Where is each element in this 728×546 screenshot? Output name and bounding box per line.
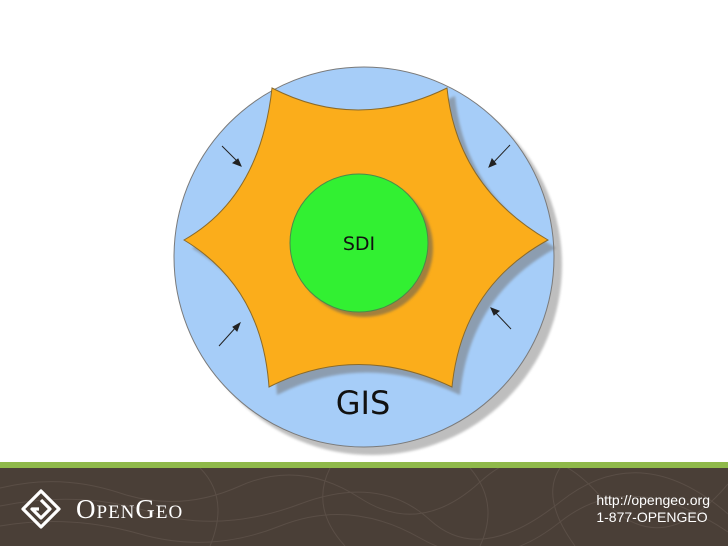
gis-label: GIS <box>336 384 391 422</box>
phone-number: 1-877-OPENGEO <box>596 509 708 525</box>
footer-bar: OpenGeo http://opengeo.org 1-877-OPENGEO <box>0 462 728 546</box>
inward-arrows <box>218 144 512 347</box>
sdi-label: SDI <box>343 233 375 255</box>
arrow-bottom-left <box>218 321 241 347</box>
footer-accent-stripe <box>0 462 728 468</box>
arrow-bottom-right <box>490 307 512 330</box>
sdi-gis-diagram: SDI GIS <box>173 66 562 455</box>
topographic-texture <box>0 468 728 546</box>
website-url[interactable]: http://opengeo.org <box>596 492 710 508</box>
opengeo-logo-icon <box>21 489 61 529</box>
brand-name: OpenGeo <box>76 494 184 524</box>
arrow-top-right <box>488 144 511 168</box>
sdi-inner-circle <box>289 173 429 313</box>
contact-info: http://opengeo.org 1-877-OPENGEO <box>596 492 710 526</box>
arrow-top-left <box>221 145 242 167</box>
